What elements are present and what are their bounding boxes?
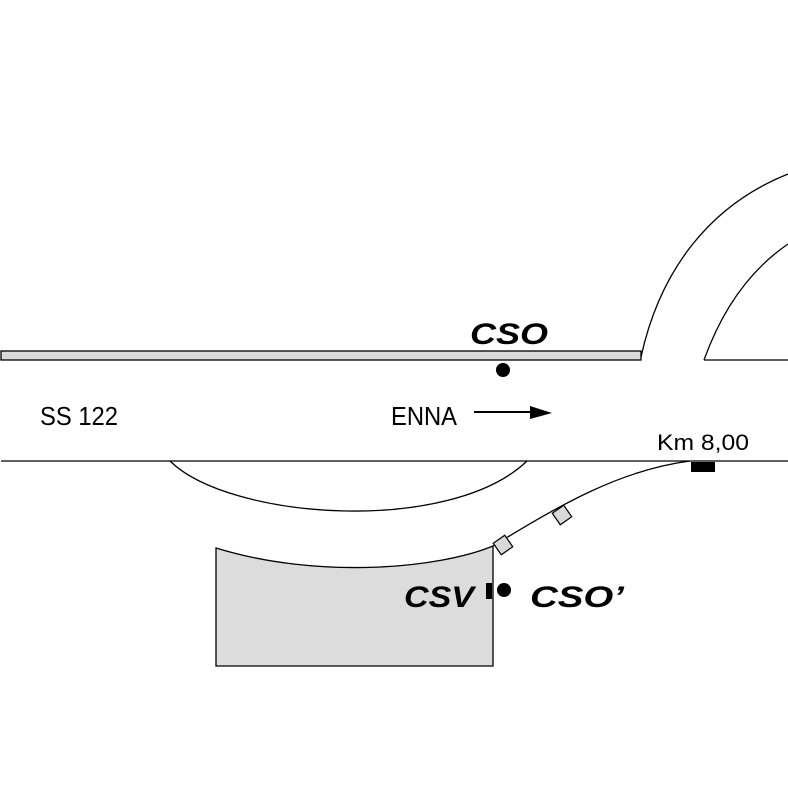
csv-label: CSV <box>404 581 477 614</box>
upper-guardrail <box>0 350 642 361</box>
camera-marker-1 <box>492 534 514 556</box>
camera-marker-2 <box>551 504 573 526</box>
access-lane <box>492 460 691 547</box>
cso-point <box>496 363 510 377</box>
csv-marker <box>486 583 492 599</box>
service-area <box>215 545 494 667</box>
km-label: Km 8,00 <box>657 430 749 455</box>
cso-prime-label: CSO’ <box>530 581 625 614</box>
roundabout-inner-arc <box>703 243 788 361</box>
roundabout-outer-arc <box>640 173 788 358</box>
right-arrow-icon <box>474 406 552 419</box>
cso-prime-point <box>497 583 511 597</box>
direction-label: ENNA <box>391 401 458 431</box>
cso-label: CSO <box>470 318 548 351</box>
lay-by-curve <box>169 460 528 512</box>
road-name-label: SS 122 <box>40 401 118 431</box>
km-marker-block <box>691 462 715 472</box>
